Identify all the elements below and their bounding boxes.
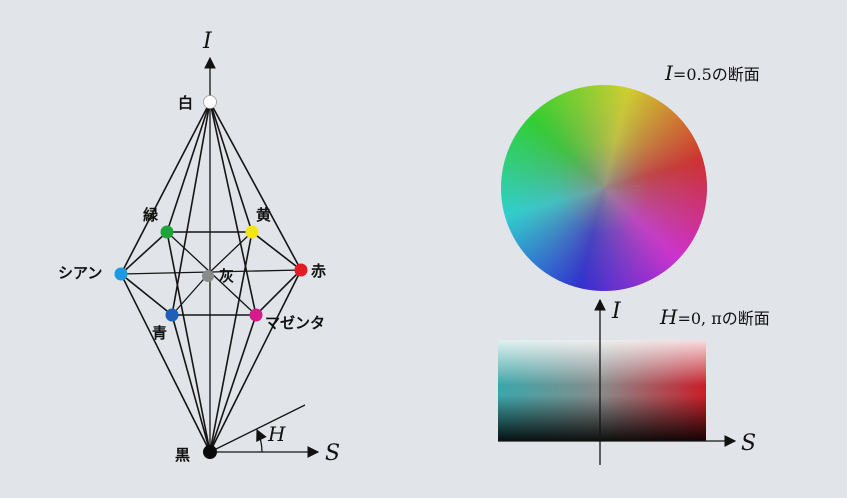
h-angle-label: H <box>267 422 286 446</box>
hue-disc <box>501 85 707 291</box>
green-label: 緑 <box>143 206 159 224</box>
section-s-axis-label: S <box>741 431 756 456</box>
blue-label: 青 <box>152 324 167 342</box>
black-label: 黒 <box>175 446 190 464</box>
h-section: H=0, πの断面 I S <box>498 298 770 465</box>
h-section-caption: H=0, πの断面 <box>659 305 770 329</box>
white-node <box>203 95 217 109</box>
upper-cone-edges <box>120 101 302 316</box>
cyan-label: シアン <box>58 264 102 282</box>
i-section: I=0.5の断面 <box>501 61 760 291</box>
white-label: 白 <box>178 94 193 112</box>
black-node <box>203 445 217 459</box>
yellow-label: 黄 <box>256 206 271 224</box>
green-node <box>160 225 174 239</box>
red-node <box>294 263 308 277</box>
i-section-caption: I=0.5の断面 <box>664 61 760 85</box>
section-i-axis-label: I <box>611 299 622 324</box>
gray-label: 灰 <box>219 267 234 285</box>
red-label: 赤 <box>311 262 326 280</box>
magenta-node <box>249 308 263 322</box>
lower-cone-edges <box>120 231 302 453</box>
double-hexcone: I 白 緑 黄 シアン 灰 赤 青 マゼンタ 黒 S H <box>58 29 340 466</box>
i-axis-label: I <box>202 29 213 54</box>
blue-node <box>165 308 179 322</box>
s-axis-label: S <box>325 441 340 466</box>
magenta-label: マゼンタ <box>265 314 325 332</box>
h-angle-arc <box>256 428 267 453</box>
yellow-node <box>245 225 259 239</box>
saturation-intensity-gradient <box>498 340 706 441</box>
gray-node <box>202 270 214 282</box>
cyan-node <box>114 267 128 281</box>
h-angle-ray <box>209 404 306 453</box>
